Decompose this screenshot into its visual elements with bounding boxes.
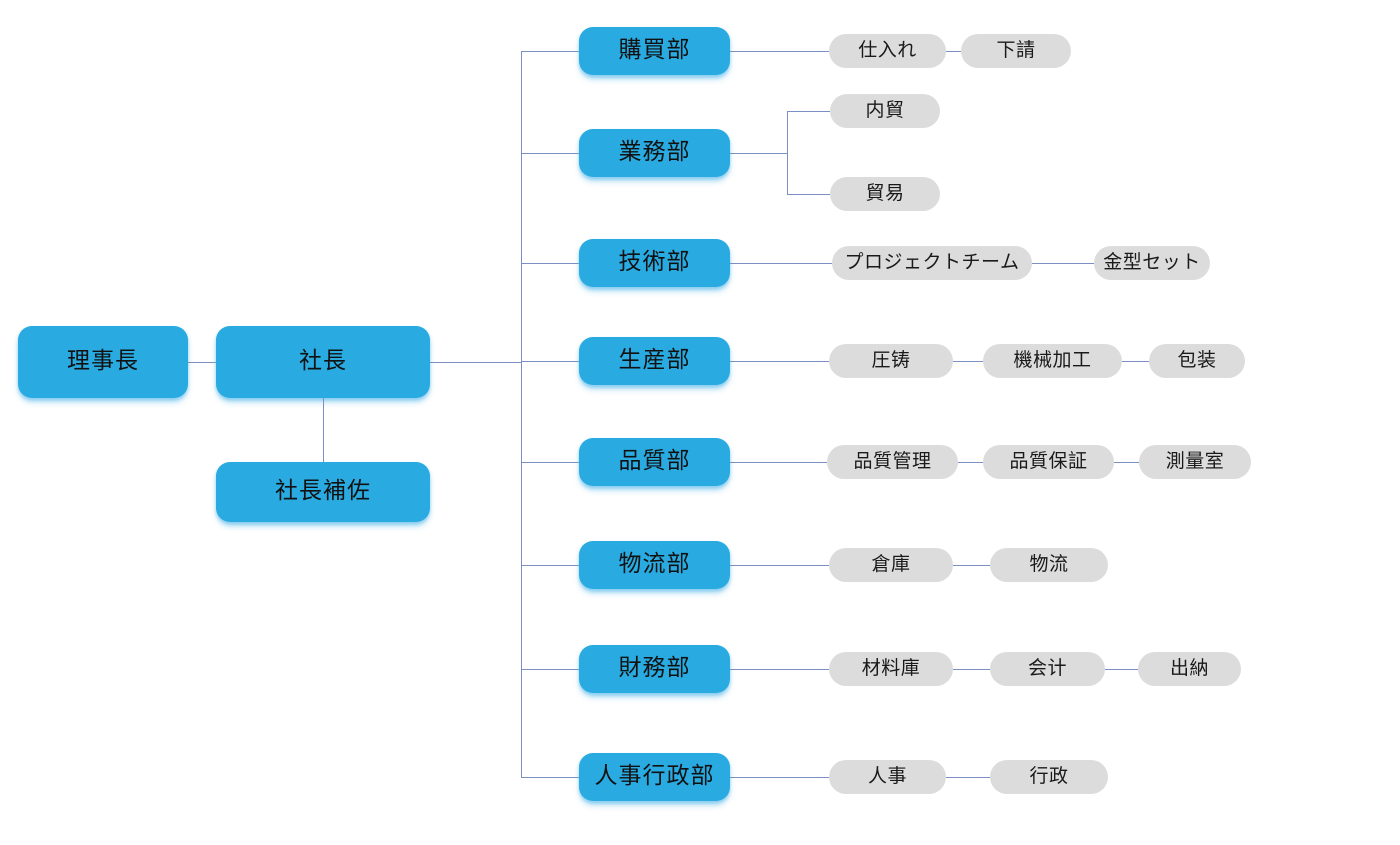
connector-dept-4-child-2 [1114,462,1139,463]
connector-dept-1-stem [730,153,788,154]
node-dept-6-child-0-label: 材料庫 [861,656,921,679]
node-department-4[interactable]: 品質部 [579,438,730,486]
node-department-2-label: 技術部 [618,248,691,275]
node-department-5-label: 物流部 [618,550,691,577]
node-dept-3-child-1[interactable]: 機械加工 [983,344,1122,378]
node-dept-1-child-0[interactable]: 内貿 [830,94,940,128]
node-dept-3-child-2[interactable]: 包装 [1149,344,1245,378]
node-president-label: 社長 [299,347,347,374]
node-department-3-label: 生産部 [618,346,691,373]
node-department-1-label: 業務部 [618,138,691,165]
node-dept-2-child-0-label: プロジェクトチーム [844,250,1020,273]
connector-trunk-vertical [521,51,522,777]
connector-trunk-to-dept-6 [521,669,579,670]
connector-dept-3-child-2 [1122,361,1149,362]
connector-dept-6-child-2 [1105,669,1138,670]
node-dept-3-child-0[interactable]: 圧铸 [829,344,953,378]
connector-dept-0-child-1 [946,51,961,52]
node-department-5[interactable]: 物流部 [579,541,730,589]
node-dept-6-child-2[interactable]: 出納 [1138,652,1241,686]
connector-trunk-to-dept-1 [521,153,579,154]
connector-trunk-to-dept-2 [521,263,579,264]
node-dept-7-child-1-label: 行政 [1029,764,1069,787]
node-dept-2-child-1-label: 金型セット [1103,250,1201,273]
node-dept-4-child-2[interactable]: 測量室 [1139,445,1251,479]
node-department-1[interactable]: 業務部 [579,129,730,177]
node-department-7-label: 人事行政部 [594,762,715,789]
connector-dept-6-child-1 [953,669,990,670]
node-department-2[interactable]: 技術部 [579,239,730,287]
connector-dept-4-child-1 [958,462,983,463]
node-chairman[interactable]: 理事長 [18,326,188,398]
node-department-6-label: 財務部 [618,654,691,681]
node-department-7[interactable]: 人事行政部 [579,753,730,801]
connector-trunk-to-dept-7 [521,777,579,778]
connector-trunk-to-dept-5 [521,565,579,566]
connector-dept-3-child-0 [730,361,829,362]
node-dept-0-child-0-label: 仕入れ [858,38,917,61]
connector-dept-2-child-0 [730,263,832,264]
node-president-assistant-label: 社長補佐 [275,477,371,504]
connector-dept-7-child-0 [730,777,829,778]
node-dept-4-child-1[interactable]: 品質保証 [983,445,1114,479]
connector-president-assistant [323,398,324,492]
node-dept-3-child-2-label: 包装 [1177,348,1217,371]
node-department-3[interactable]: 生産部 [579,337,730,385]
connector-trunk-to-dept-0 [521,51,579,52]
node-dept-4-child-1-label: 品質保証 [1009,449,1088,472]
node-dept-6-child-0[interactable]: 材料庫 [829,652,953,686]
connector-trunk-to-dept-3 [521,361,579,362]
connector-chairman-president [188,362,216,363]
node-dept-2-child-1[interactable]: 金型セット [1094,246,1210,280]
node-dept-3-child-0-label: 圧铸 [871,348,911,371]
connector-dept-1-bracket [787,111,788,195]
connector-trunk-to-dept-4 [521,462,579,463]
connector-dept-5-child-1 [953,565,990,566]
node-dept-6-child-1-label: 会计 [1027,656,1067,679]
node-dept-1-child-1[interactable]: 貿易 [830,177,940,211]
connector-dept-6-child-0 [730,669,829,670]
node-dept-0-child-0[interactable]: 仕入れ [829,34,946,68]
connector-dept-5-child-0 [730,565,829,566]
connector-dept-1-child-0 [787,111,830,112]
node-dept-5-child-1-label: 物流 [1029,552,1069,575]
node-chairman-label: 理事長 [67,347,139,374]
node-dept-5-child-1[interactable]: 物流 [990,548,1108,582]
connector-president-trunk [430,362,521,363]
node-dept-6-child-2-label: 出納 [1169,656,1209,679]
connector-dept-7-child-1 [946,777,990,778]
node-dept-7-child-0[interactable]: 人事 [829,760,946,794]
node-dept-7-child-1[interactable]: 行政 [990,760,1108,794]
node-dept-3-child-1-label: 機械加工 [1013,348,1092,371]
connector-dept-0-child-0 [730,51,829,52]
node-president-assistant[interactable]: 社長補佐 [216,462,430,522]
node-dept-1-child-1-label: 貿易 [865,181,905,204]
node-dept-4-child-0[interactable]: 品質管理 [827,445,958,479]
node-dept-0-child-1[interactable]: 下請 [961,34,1071,68]
node-department-0[interactable]: 購買部 [579,27,730,75]
connector-dept-3-child-1 [953,361,983,362]
node-dept-4-child-2-label: 測量室 [1165,449,1225,472]
node-dept-6-child-1[interactable]: 会计 [990,652,1105,686]
connector-dept-4-child-0 [730,462,827,463]
node-dept-7-child-0-label: 人事 [867,764,907,787]
node-department-6[interactable]: 財務部 [579,645,730,693]
node-department-4-label: 品質部 [618,447,691,474]
node-dept-5-child-0[interactable]: 倉庫 [829,548,953,582]
node-dept-5-child-0-label: 倉庫 [871,552,911,575]
node-president[interactable]: 社長 [216,326,430,398]
connector-dept-2-child-1 [1032,263,1094,264]
node-dept-0-child-1-label: 下請 [996,38,1036,61]
node-dept-4-child-0-label: 品質管理 [853,449,932,472]
node-department-0-label: 購買部 [618,36,691,63]
node-dept-1-child-0-label: 内貿 [865,98,905,121]
connector-dept-1-child-1 [787,194,830,195]
node-dept-2-child-0[interactable]: プロジェクトチーム [832,246,1032,280]
